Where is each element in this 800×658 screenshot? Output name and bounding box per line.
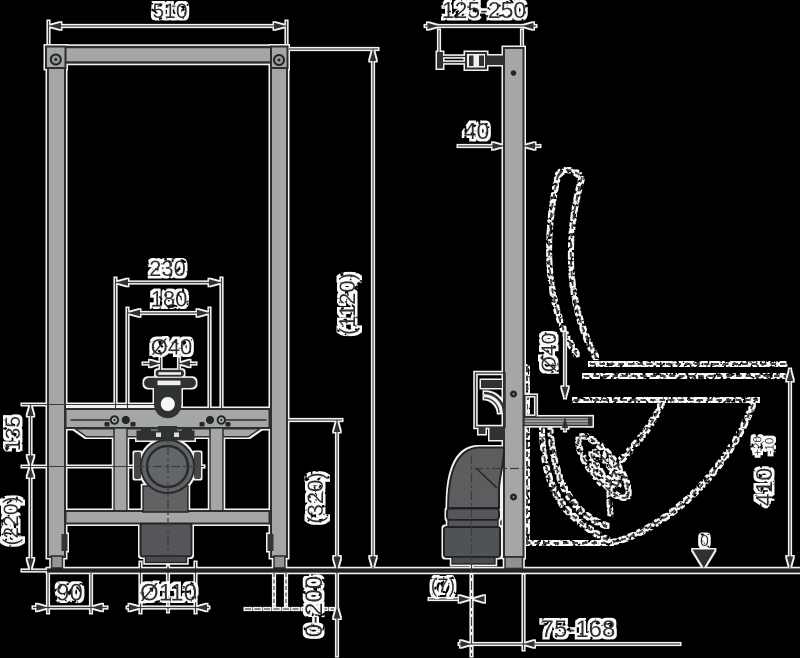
svg-text:0: 0 bbox=[700, 533, 709, 550]
svg-text:75-168: 75-168 bbox=[541, 616, 616, 643]
svg-text:40: 40 bbox=[464, 118, 490, 144]
svg-text:90: 90 bbox=[56, 580, 83, 607]
svg-text:(1120): (1120) bbox=[335, 273, 360, 335]
svg-text:230: 230 bbox=[149, 256, 186, 281]
svg-text:125-250: 125-250 bbox=[442, 0, 526, 23]
svg-text:(320): (320) bbox=[303, 472, 328, 523]
svg-text:0-200: 0-200 bbox=[301, 576, 328, 637]
svg-text:(220): (220) bbox=[0, 496, 23, 545]
svg-text:(7): (7) bbox=[431, 576, 455, 598]
svg-text:410: 410 bbox=[751, 468, 777, 506]
svg-text:135: 135 bbox=[2, 416, 25, 451]
svg-text:-10: -10 bbox=[765, 438, 777, 455]
svg-text:Ø40: Ø40 bbox=[538, 333, 561, 373]
svg-text:180: 180 bbox=[151, 287, 188, 312]
svg-text:Ø40: Ø40 bbox=[151, 335, 193, 360]
svg-text:510: 510 bbox=[152, 0, 187, 23]
svg-text:+20: +20 bbox=[753, 436, 765, 456]
svg-text:Ø110: Ø110 bbox=[140, 580, 197, 607]
